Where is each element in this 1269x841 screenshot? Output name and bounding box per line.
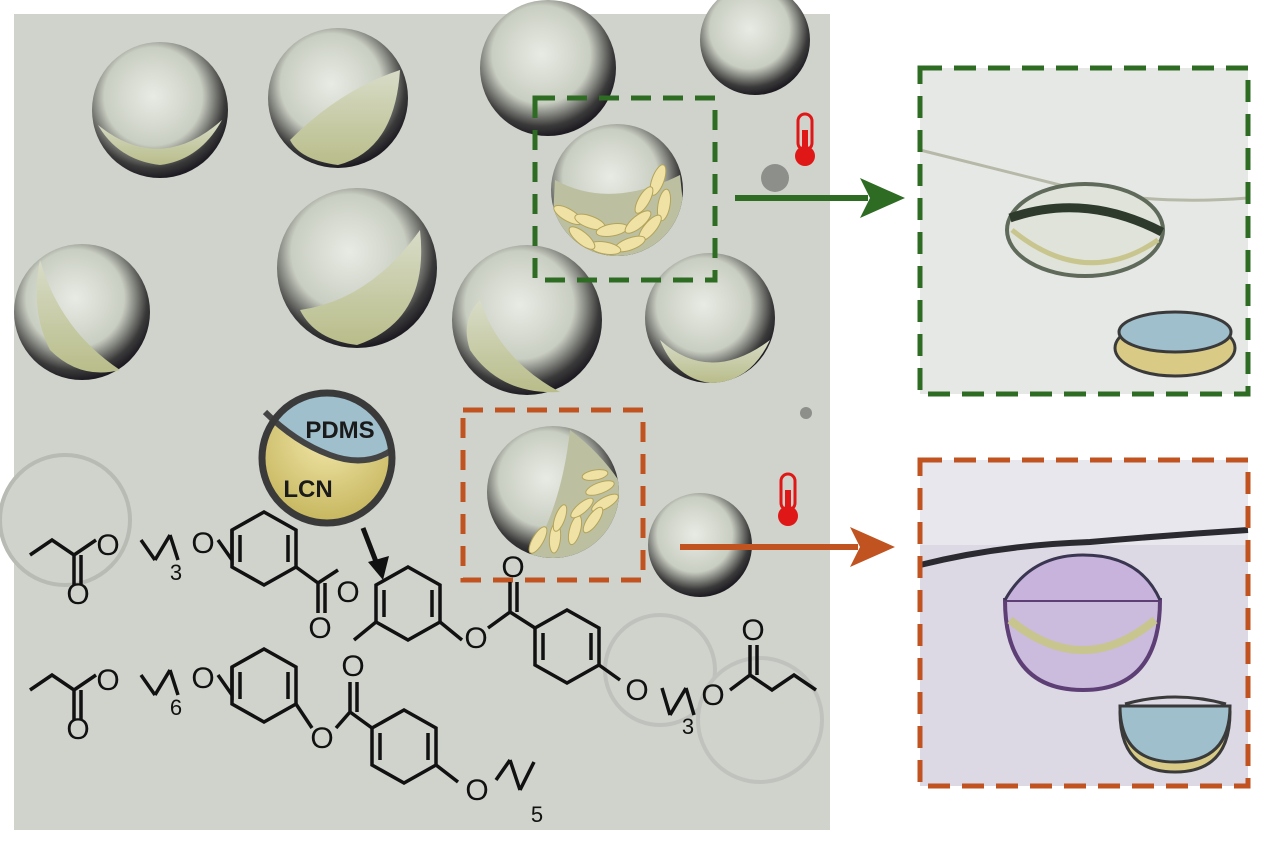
label-pdms: PDMS [305, 417, 374, 444]
chemical-structure-1 [29, 509, 817, 716]
green-mesogen-ellipses [553, 164, 672, 256]
orange-cup-schematic [1118, 695, 1232, 774]
orange-panel-border [917, 457, 1251, 789]
janus-droplet-schematic: PDMS LCN [258, 389, 396, 580]
orange-droplet-detail [460, 407, 646, 583]
micrograph-panel: PDMS LCN [0, 0, 830, 830]
atom-o: O [191, 662, 214, 695]
arrow-right-icon [680, 527, 895, 567]
green-result-panel [917, 65, 1251, 397]
label-lcn: LCN [283, 476, 332, 503]
atom-o: O [336, 576, 359, 609]
green-dashed-box [532, 95, 718, 283]
subscript-n: 3 [170, 560, 182, 585]
atom-o: O [66, 713, 89, 746]
atom-o: O [96, 529, 119, 562]
atom-o: O [464, 622, 487, 655]
orange-result-panel [917, 457, 1251, 789]
atom-o: O [308, 612, 331, 645]
atom-o: O [501, 551, 524, 584]
thermometer-icon [795, 112, 815, 166]
thermometer-icon [778, 472, 798, 526]
green-cup-schematic [1113, 310, 1237, 378]
atom-o: O [191, 527, 214, 560]
green-panel-border [917, 65, 1251, 397]
pointer-arrow-head [368, 556, 389, 580]
orange-dashed-box [460, 407, 646, 583]
subscript-n: 6 [170, 695, 182, 720]
atom-o: O [310, 722, 333, 755]
atom-o: O [701, 679, 724, 712]
subscript-n: 5 [531, 802, 543, 827]
orange-mesogen-ellipses [528, 469, 619, 554]
atom-o: O [741, 614, 764, 647]
chemical-structure-2 [29, 646, 536, 791]
atom-o: O [341, 650, 364, 683]
chemical-structure-2-labels: O O 6 O O O O 5 [66, 650, 543, 827]
atom-o: O [66, 578, 89, 611]
atom-o: O [465, 774, 488, 807]
background-droplets [0, 0, 824, 784]
atom-o: O [625, 674, 648, 707]
atom-o: O [96, 664, 119, 697]
subscript-n: 3 [682, 714, 694, 739]
arrow-right-icon [735, 178, 905, 218]
chemical-structure-1-labels: O O 3 O O O O O O 3 O O [66, 527, 764, 739]
